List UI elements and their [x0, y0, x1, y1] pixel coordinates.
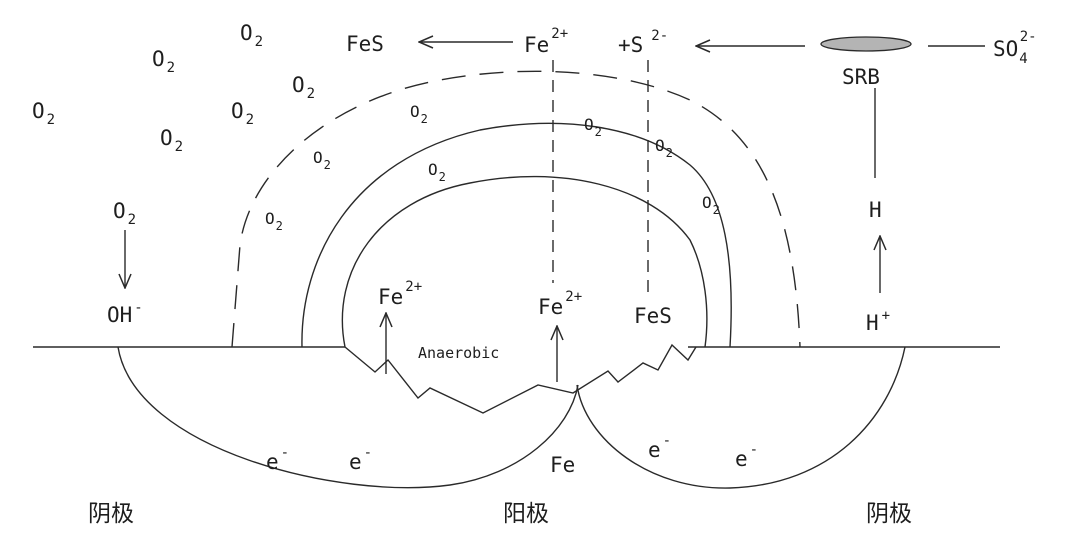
outer-biofilm-dashed-arc — [231, 70, 801, 348]
srb-label: SRB — [842, 65, 880, 89]
srb-bacterium-icon — [820, 36, 912, 52]
biofilm-o2-label: O2 — [265, 209, 283, 233]
electron-label: e- — [648, 433, 671, 462]
hydroxide-label: OH- — [107, 300, 143, 327]
biofilm-o2-label: O2 — [702, 193, 720, 217]
biofilm-o2-label: O2 — [655, 136, 673, 160]
fes-product-label: FeS — [346, 32, 384, 56]
hydrogen-ion-label: H+ — [866, 308, 890, 335]
hydrogen-label: H — [869, 198, 882, 222]
biofilm-o2-label: O2 — [584, 115, 602, 139]
electron-label: e- — [266, 445, 289, 474]
biofilm-o2-label: O2 — [410, 102, 428, 126]
electron-label: e- — [349, 445, 372, 474]
biofilm-o2-label: O2 — [428, 160, 446, 184]
corrosion-pit-edge — [344, 343, 697, 414]
iron-metal-label: Fe — [550, 453, 575, 477]
biofilm-o2-label: O2 — [313, 148, 331, 172]
middle-biofilm-arc — [301, 122, 732, 348]
cathode-label-left: 阴极 — [88, 501, 134, 527]
fes-deposit-label: FeS — [634, 304, 672, 328]
right-cathode-arc — [576, 346, 906, 489]
cathode-label-right: 阴极 — [866, 501, 912, 527]
sulfate-ion-label: SO42- — [993, 29, 1037, 67]
electron-label: e- — [735, 442, 758, 471]
anaerobic-zone-label: Anaerobic — [418, 344, 499, 362]
left-cathode-arc — [117, 346, 579, 489]
inner-anaerobic-arc — [341, 175, 708, 348]
anode-label: 阳极 — [503, 501, 549, 527]
